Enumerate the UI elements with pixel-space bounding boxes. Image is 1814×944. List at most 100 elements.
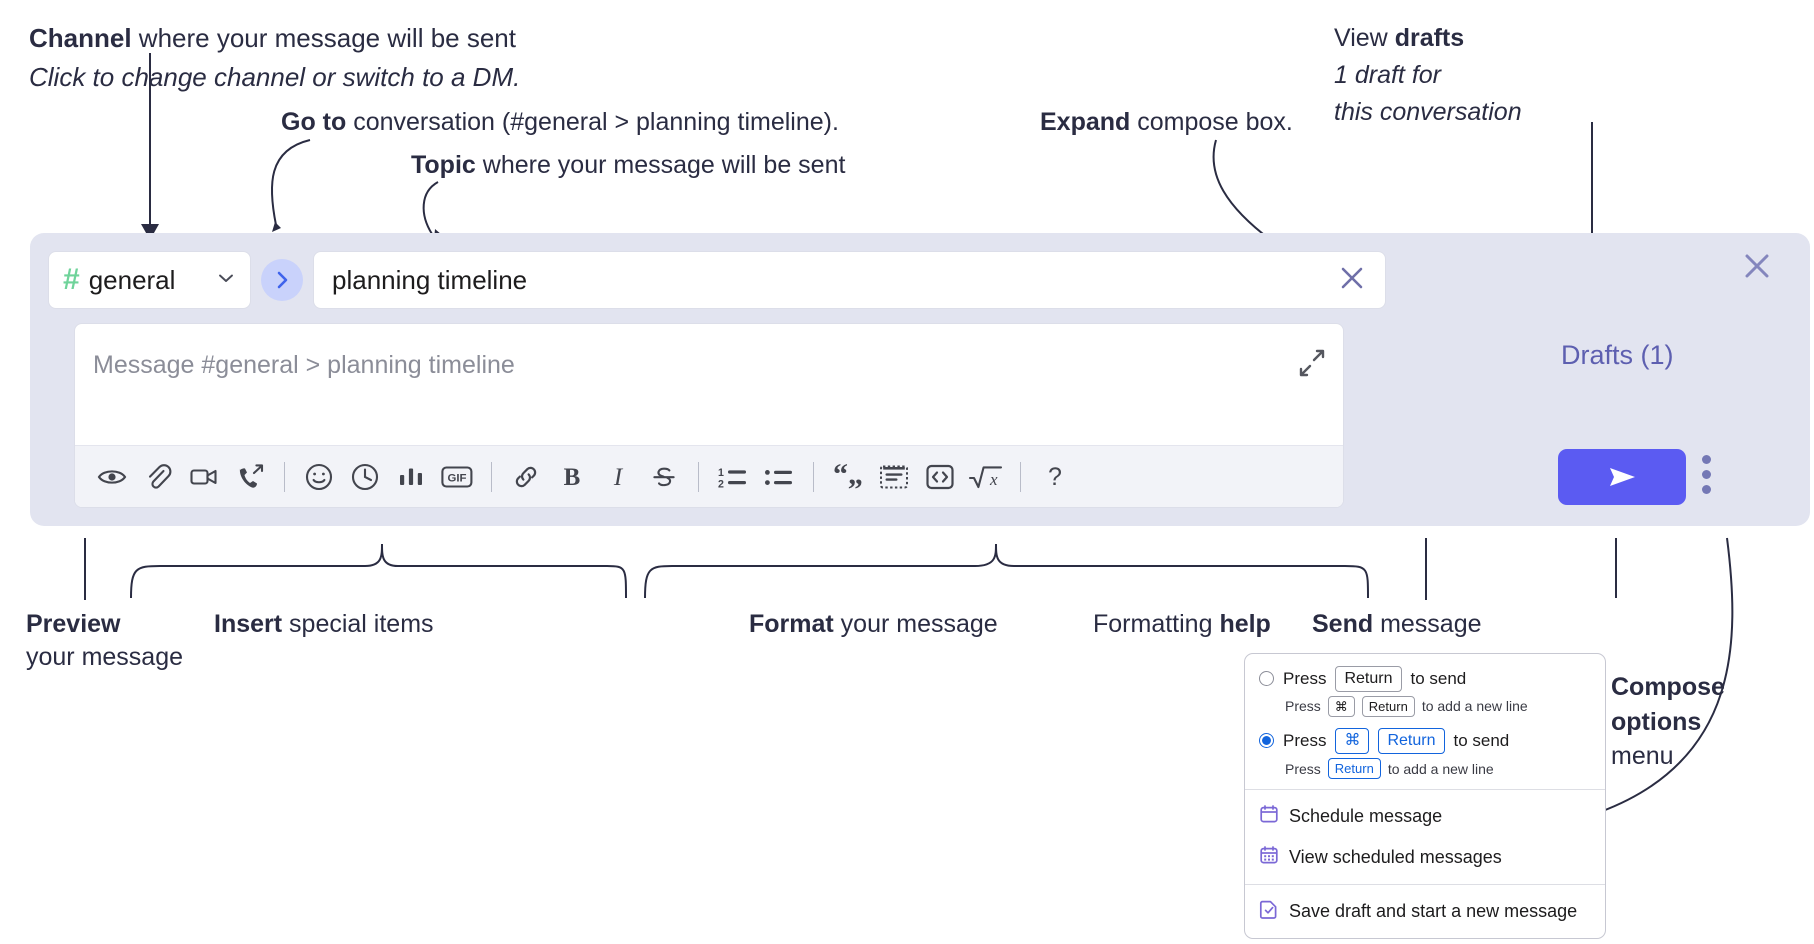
topic-value: planning timeline <box>332 264 528 295</box>
send-icon <box>1610 468 1635 486</box>
menu-divider <box>1245 789 1605 791</box>
annotation-send: Send message <box>1312 608 1482 640</box>
annotation-topic: Topic where your message will be sent <box>411 149 845 181</box>
svg-text:?: ? <box>1048 463 1062 491</box>
annotation-format-rest: your message <box>833 610 998 638</box>
radio-icon-selected[interactable] <box>1259 733 1274 749</box>
svg-text:“„: “„ <box>833 462 863 491</box>
radio-option-return[interactable]: Press Return to send <box>1245 664 1605 694</box>
annotation-drafts-lead: View <box>1334 24 1395 52</box>
annotation-expand-rest: compose box. <box>1130 108 1293 136</box>
annotation-insert-rest: special items <box>282 610 434 638</box>
annotation-expand: Expand compose box. <box>1040 106 1293 138</box>
annotation-expand-bold: Expand <box>1040 108 1131 136</box>
key-command: ⌘ <box>1335 728 1370 754</box>
more-options-icon[interactable] <box>1702 455 1711 494</box>
toolbar-separator <box>491 461 492 492</box>
italic-icon[interactable]: I <box>595 454 641 500</box>
menu-item-label: Save draft and start a new message <box>1289 901 1578 922</box>
compose-panel: # general planning timeline Message #gen… <box>30 233 1810 526</box>
toolbar-separator <box>284 461 285 492</box>
annotation-channel: Channel where your message will be sent … <box>29 22 520 95</box>
annotation-format-bold: Format <box>749 610 834 638</box>
svg-text:B: B <box>564 464 581 491</box>
radio-tail-label: to send <box>1453 730 1510 750</box>
radio-option-return-sub: Press ⌘ Return to add a new line <box>1245 694 1605 720</box>
annotation-compose-options-bold1: Compose <box>1611 673 1725 701</box>
key-command: ⌘ <box>1327 695 1355 718</box>
drafts-label[interactable]: Drafts (1) <box>1561 340 1674 370</box>
bulleted-list-icon[interactable] <box>756 454 802 500</box>
schedule-group: Schedule message View scheduled messages <box>1245 790 1605 884</box>
emoji-icon[interactable] <box>296 454 342 500</box>
attachment-icon[interactable] <box>135 454 181 500</box>
menu-item-schedule-message[interactable]: Schedule message <box>1245 796 1605 837</box>
gif-icon[interactable]: GIF <box>434 454 480 500</box>
svg-text:2: 2 <box>718 478 724 490</box>
channel-name: general <box>88 264 176 295</box>
goto-conversation-button[interactable] <box>261 259 303 301</box>
annotation-insert-bold: Insert <box>214 610 283 638</box>
code-block-icon[interactable] <box>871 454 917 500</box>
radio-option-cmd-return-sub: Press Return to add a new line <box>1245 756 1605 782</box>
calendar-grid-icon <box>1259 845 1279 870</box>
key-return: Return <box>1361 695 1415 718</box>
menu-item-label: View scheduled messages <box>1289 847 1502 868</box>
bold-icon[interactable]: B <box>549 454 595 500</box>
link-icon[interactable] <box>503 454 549 500</box>
poll-icon[interactable] <box>388 454 434 500</box>
key-return: Return <box>1327 757 1381 780</box>
sub-tail-label: to add a new line <box>1387 760 1494 777</box>
math-icon[interactable]: x <box>963 454 1009 500</box>
annotation-help-lead: Formatting <box>1093 610 1220 638</box>
expand-icon[interactable] <box>1295 346 1329 385</box>
code-icon[interactable] <box>917 454 963 500</box>
hash-icon: # <box>63 263 80 296</box>
sub-tail-label: to add a new line <box>1421 698 1528 715</box>
svg-text:GIF: GIF <box>448 472 467 484</box>
send-button[interactable] <box>1558 449 1686 505</box>
radio-icon[interactable] <box>1259 671 1274 687</box>
toolbar-separator <box>1020 461 1021 492</box>
save-draft-icon <box>1259 899 1279 924</box>
clock-icon[interactable] <box>342 454 388 500</box>
annotation-preview-bold: Preview <box>26 610 121 638</box>
close-compose-icon[interactable] <box>1738 247 1776 290</box>
topic-field[interactable]: planning timeline <box>313 251 1386 309</box>
key-return: Return <box>1378 728 1445 754</box>
compose-header-row: # general planning timeline <box>48 251 1386 309</box>
annotation-drafts-bold: drafts <box>1394 24 1465 52</box>
message-input-area[interactable]: Message #general > planning timeline <box>74 323 1344 508</box>
annotation-insert: Insert special items <box>214 608 434 640</box>
menu-item-save-draft[interactable]: Save draft and start a new message <box>1245 891 1605 932</box>
send-shortcut-options: Press Return to send Press ⌘ Return to a… <box>1245 654 1605 789</box>
blockquote-icon[interactable]: “„ <box>825 454 871 500</box>
phone-icon[interactable] <box>227 454 273 500</box>
chevron-down-icon <box>216 268 236 293</box>
channel-selector[interactable]: # general <box>48 251 251 309</box>
radio-press-label: Press <box>1283 668 1327 688</box>
radio-option-cmd-return[interactable]: Press ⌘ Return to send <box>1245 726 1605 756</box>
compose-options-menu: Press Return to send Press ⌘ Return to a… <box>1244 653 1606 940</box>
close-icon[interactable] <box>1335 261 1369 300</box>
annotation-channel-rest: where your message will be sent <box>131 23 516 53</box>
annotation-topic-bold: Topic <box>411 151 476 179</box>
annotation-goto: Go to conversation (#general > planning … <box>281 106 839 138</box>
help-icon[interactable]: ? <box>1032 454 1078 500</box>
preview-icon[interactable] <box>89 454 135 500</box>
annotation-topic-rest: where your message will be sent <box>475 151 846 179</box>
annotation-drafts-italic2: this conversation <box>1334 98 1522 126</box>
menu-item-view-scheduled[interactable]: View scheduled messages <box>1245 837 1605 878</box>
radio-press-label: Press <box>1283 730 1327 750</box>
video-icon[interactable] <box>181 454 227 500</box>
strikethrough-icon[interactable] <box>641 454 687 500</box>
annotation-channel-italic: Click to change channel or switch to a D… <box>29 62 521 93</box>
sub-press-label: Press <box>1285 698 1321 715</box>
annotation-preview: Preview your message <box>26 608 183 674</box>
sub-press-label: Press <box>1285 760 1321 777</box>
annotation-preview-rest: your message <box>26 643 184 671</box>
annotation-goto-bold: Go to <box>281 108 347 136</box>
svg-text:1: 1 <box>718 467 724 479</box>
